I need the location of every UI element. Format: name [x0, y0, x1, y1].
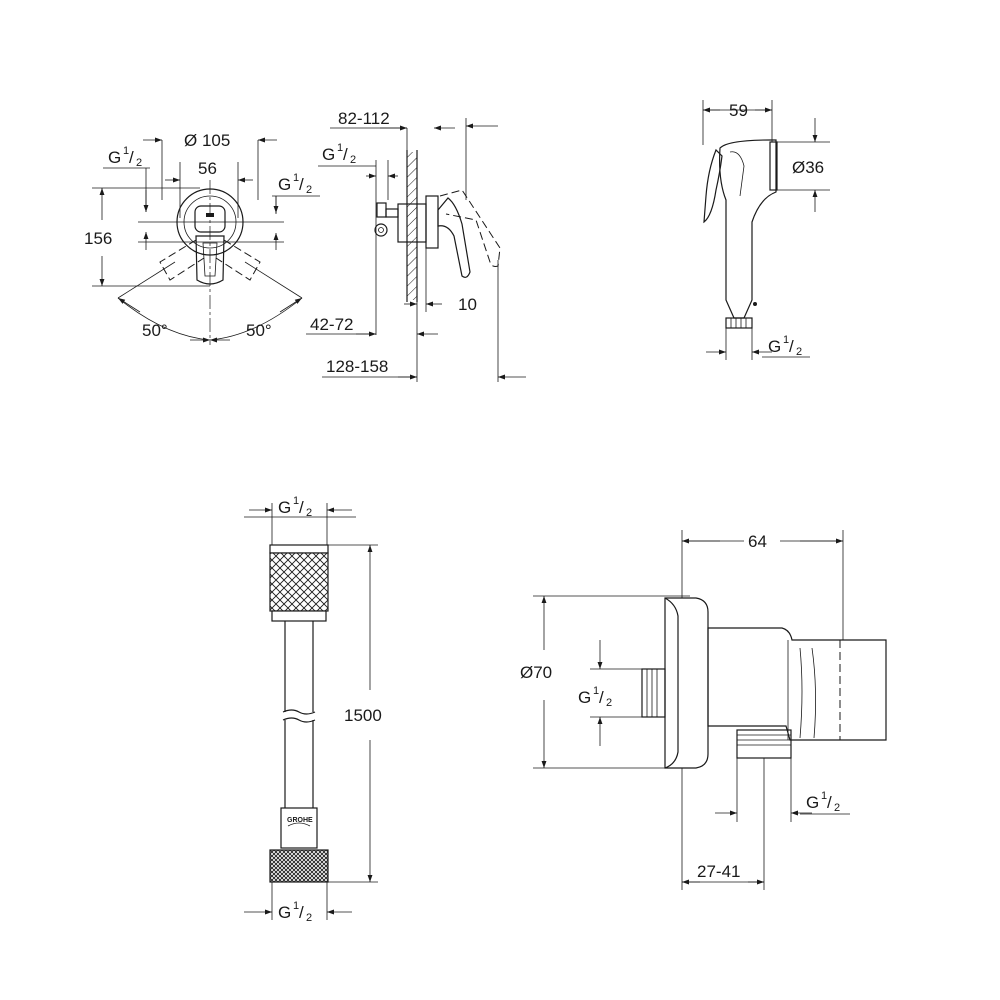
thread-label-side: G	[322, 145, 335, 164]
dim-length-1500: 1500	[344, 706, 382, 725]
dim-42-72: 42-72	[310, 315, 353, 334]
dim-diameter-70: Ø70	[520, 663, 552, 682]
dim-82-112: 82-112	[338, 109, 390, 128]
dim-height-156: 156	[84, 229, 112, 248]
brand-logo: GROHE	[287, 817, 313, 824]
svg-text:/: /	[299, 903, 304, 922]
svg-text:2: 2	[136, 157, 142, 169]
thread-label-right: G	[278, 175, 291, 194]
hand-shower-view: 59 Ø36 G 1 / 2	[702, 100, 830, 360]
thread-label-outlet-left: G	[578, 688, 591, 707]
thread-label-left: G	[108, 148, 121, 167]
thread-label-outlet-bottom: G	[806, 793, 819, 812]
dim-59: 59	[729, 101, 748, 120]
svg-text:/: /	[827, 793, 832, 812]
dim-128-158: 128-158	[326, 357, 388, 376]
thread-label-shower: G	[768, 337, 781, 356]
angle-left: 50°	[142, 321, 168, 340]
svg-text:/: /	[789, 337, 794, 356]
svg-text:1: 1	[293, 900, 299, 912]
mixer-side-view: 82-112 G 1 / 2 10 42-	[306, 109, 526, 382]
svg-text:1: 1	[293, 172, 299, 184]
thread-label-hose-bottom: G	[278, 903, 291, 922]
svg-text:2: 2	[834, 802, 840, 814]
svg-text:1: 1	[593, 685, 599, 697]
wall-outlet-view: 64 Ø70 G 1 / 2	[520, 530, 887, 890]
svg-text:/: /	[299, 175, 304, 194]
svg-text:2: 2	[606, 697, 612, 709]
svg-text:/: /	[599, 688, 604, 707]
svg-text:/: /	[299, 498, 304, 517]
hose-view: G 1 / 2 GROHE 1500	[244, 495, 382, 924]
svg-text:2: 2	[796, 346, 802, 358]
svg-text:2: 2	[306, 507, 312, 519]
svg-text:/: /	[129, 148, 134, 167]
thread-label-hose-top: G	[278, 498, 291, 517]
dim-64: 64	[748, 532, 767, 551]
svg-text:1: 1	[821, 790, 827, 802]
svg-text:2: 2	[350, 154, 356, 166]
dim-diameter-36: Ø36	[792, 158, 824, 177]
svg-text:/: /	[343, 145, 348, 164]
svg-text:2: 2	[306, 184, 312, 196]
svg-text:1: 1	[293, 495, 299, 507]
dim-27-41: 27-41	[697, 862, 740, 881]
dim-10: 10	[458, 295, 477, 314]
svg-text:1: 1	[123, 145, 129, 157]
svg-text:2: 2	[306, 912, 312, 924]
dim-56: 56	[198, 159, 217, 178]
svg-text:1: 1	[783, 334, 789, 346]
mixer-front-view: Ø 105 56 G 1 / 2 G 1 / 2 156	[84, 131, 320, 345]
angle-right: 50°	[246, 321, 272, 340]
svg-text:1: 1	[337, 142, 343, 154]
dim-diameter-105: Ø 105	[184, 131, 230, 150]
